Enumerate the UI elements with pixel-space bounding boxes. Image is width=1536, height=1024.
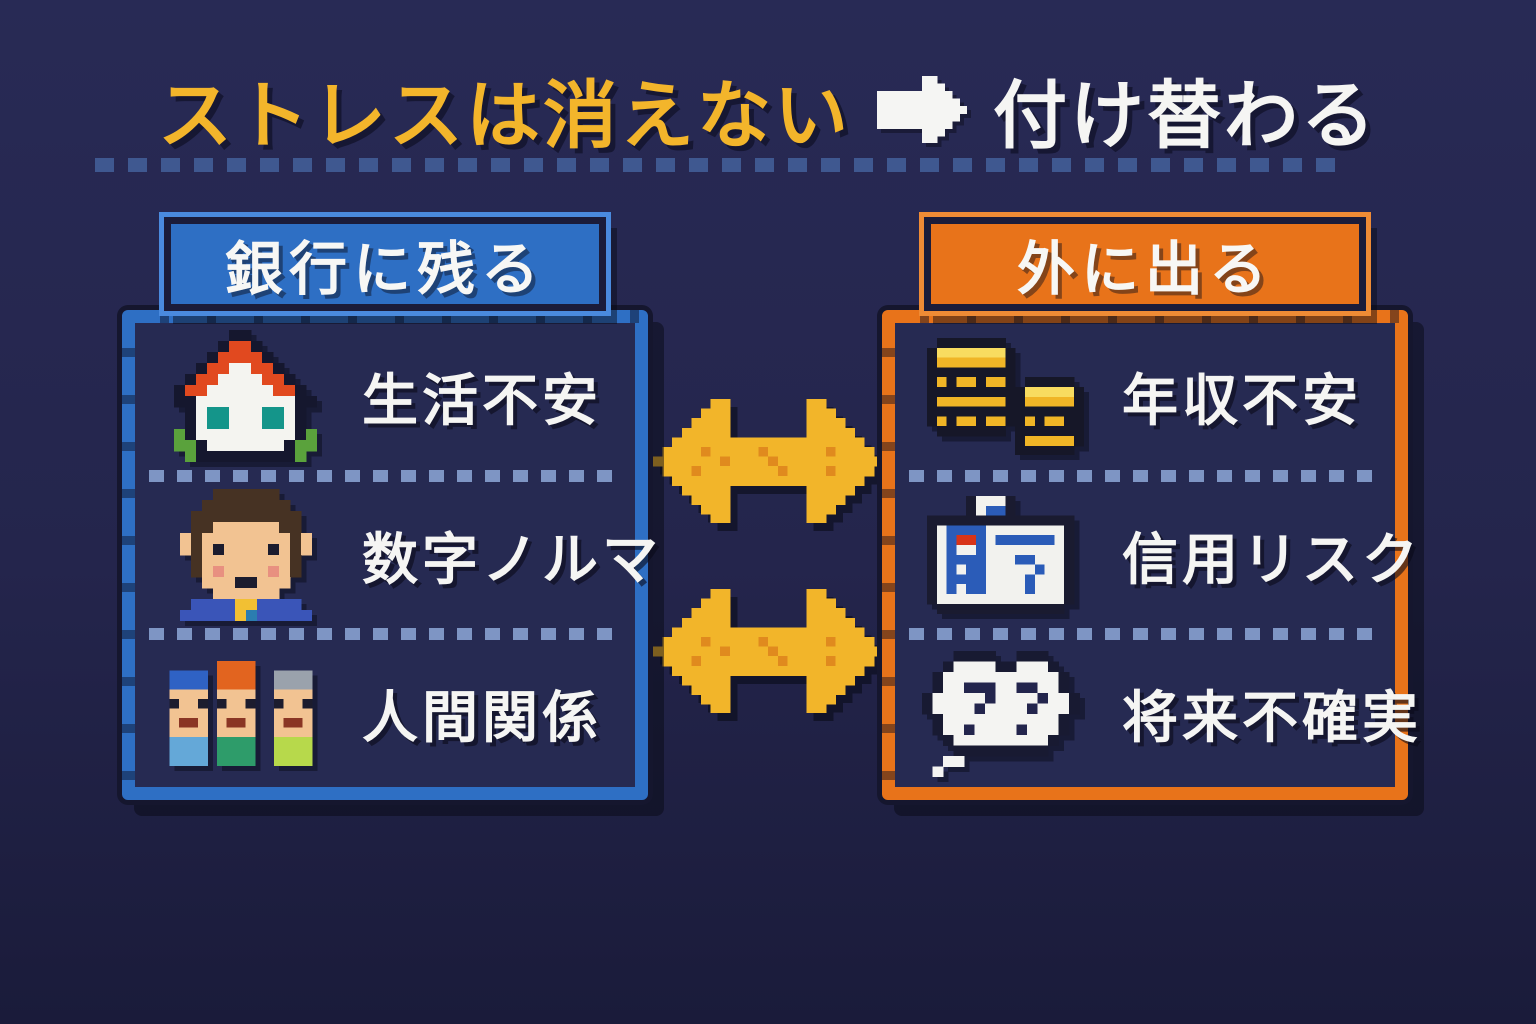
list-item: 年収不安 — [895, 323, 1395, 470]
people-icon — [153, 661, 338, 766]
coins-icon — [913, 337, 1098, 456]
panel-left-body: 生活不安 数字ノルマ 人間関係 — [122, 310, 658, 800]
list-item-label: 人間関係 — [362, 686, 602, 752]
double-arrow-icon — [652, 588, 884, 714]
title-underline-dashes — [95, 158, 1347, 172]
page-title: ストレスは消えない 付け替わる — [158, 56, 1378, 163]
panel-go-outside: 外に出る 年収不安 信用リスク 将来不確実 — [882, 218, 1418, 800]
title-result-text: 付け替わる — [993, 73, 1378, 159]
panel-left-header: 銀行に残る — [171, 224, 599, 304]
panel-stay-at-bank: 銀行に残る 生活不安 数字ノルマ 人間関係 — [122, 218, 658, 800]
thought-cloud-icon — [913, 650, 1098, 777]
card-terminal-icon — [913, 496, 1098, 614]
list-item-label: 年収不安 — [1122, 368, 1362, 434]
panel-right-header-label: 外に出る — [1016, 235, 1273, 303]
row-divider — [909, 469, 1381, 482]
list-item-label: 信用リスク — [1122, 527, 1422, 593]
row-divider — [149, 469, 621, 482]
house-icon — [153, 330, 338, 463]
row-divider — [149, 628, 621, 641]
title-stress-text: ストレスは消えない — [158, 73, 851, 159]
list-item: 生活不安 — [135, 323, 635, 470]
list-item-label: 生活不安 — [362, 368, 602, 434]
double-arrow-icon — [652, 398, 884, 524]
list-item-label: 将来不確実 — [1122, 686, 1422, 752]
list-item: 信用リスク — [895, 482, 1418, 629]
panel-right-header: 外に出る — [931, 224, 1359, 304]
list-item: 数字ノルマ — [135, 482, 658, 629]
panel-left-header-label: 銀行に残る — [224, 235, 545, 303]
list-item: 人間関係 — [135, 640, 635, 787]
arrow-right-icon — [877, 75, 967, 144]
list-item-label: 数字ノルマ — [362, 527, 662, 593]
panel-right-body: 年収不安 信用リスク 将来不確実 — [882, 310, 1418, 800]
worried-person-icon — [153, 489, 338, 621]
list-item: 将来不確実 — [895, 640, 1418, 787]
row-divider — [909, 628, 1381, 641]
